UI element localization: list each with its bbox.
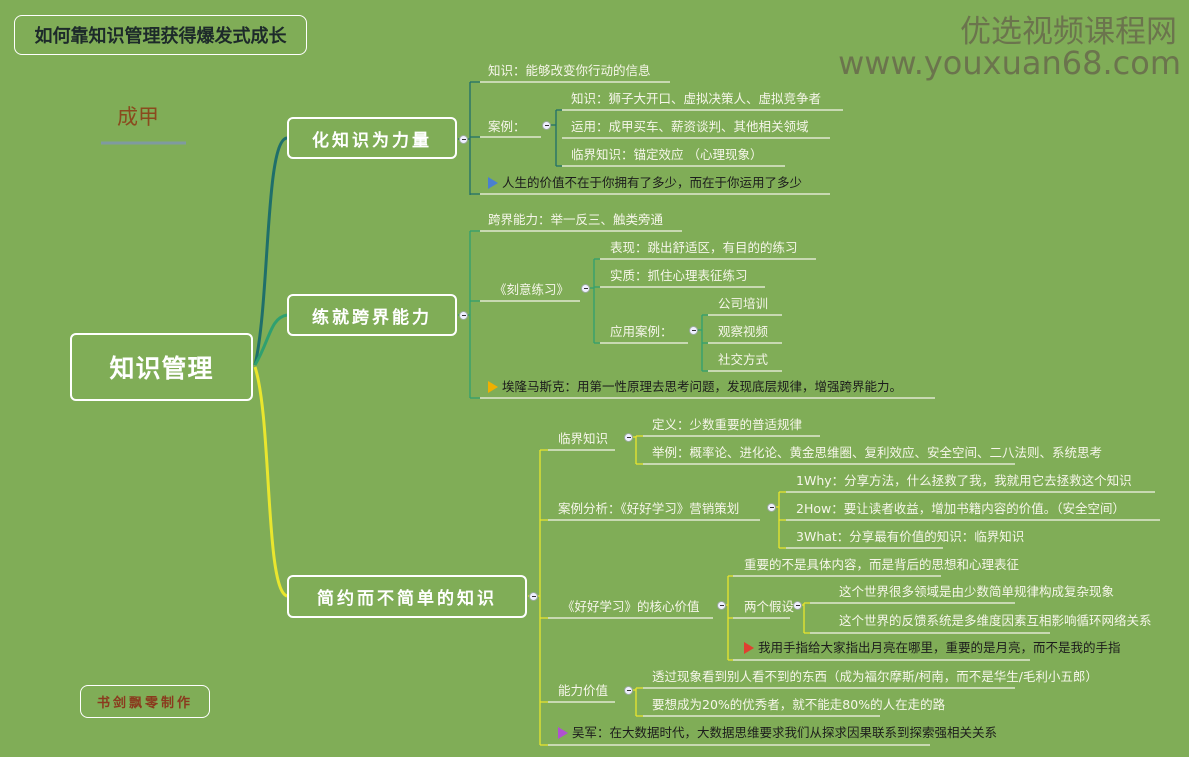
purple-flag-icon	[558, 727, 568, 739]
topic[interactable]: 案例分析：《好好学习》营销策划	[558, 501, 740, 516]
topic[interactable]: 临界知识	[558, 431, 609, 446]
collapse-icon[interactable]	[767, 503, 776, 512]
topic[interactable]: 应用案例：	[610, 324, 673, 339]
maker-label: 书剑飘零制作	[80, 685, 210, 718]
topic[interactable]: 举例：概率论、进化论、黄金思维圈、复利效应、安全空间、二八法则、系统思考	[652, 445, 1103, 460]
topic[interactable]: 案例：	[488, 119, 526, 134]
flagged-topic[interactable]: 吴军：在大数据时代，大数据思维要求我们从探求因果联系到探索强相关关系	[558, 725, 997, 741]
branch-node-2[interactable]: 练就跨界能力	[287, 294, 457, 336]
topic[interactable]: 两个假设	[744, 599, 795, 614]
flagged-topic[interactable]: 我用手指给大家指出月亮在哪里，重要的是月亮，而不是我的手指	[744, 640, 1121, 656]
topic[interactable]: 这个世界很多领域是由少数简单规律构成复杂现象	[839, 584, 1115, 599]
collapse-icon[interactable]	[717, 601, 726, 610]
topic[interactable]: 透过现象看到别人看不到的东西（成为福尔摩斯/柯南，而不是华生/毛利小五郎）	[652, 669, 1098, 684]
root-node[interactable]: 知识管理	[70, 333, 253, 401]
flagged-topic[interactable]: 埃隆马斯克：用第一性原理去思考问题，发现底层规律，增强跨界能力。	[488, 379, 902, 395]
topic-text: 我用手指给大家指出月亮在哪里，重要的是月亮，而不是我的手指	[758, 640, 1121, 655]
topic[interactable]: 社交方式	[718, 352, 769, 367]
topic[interactable]: 表现：跳出舒适区，有目的的练习	[610, 240, 798, 255]
collapse-icon[interactable]	[459, 311, 468, 320]
branch-node-3[interactable]: 简约而不简单的知识	[287, 575, 527, 618]
topic[interactable]: 这个世界的反馈系统是多维度因素互相影响循环网络关系	[839, 613, 1152, 628]
topic[interactable]: 重要的不是具体内容，而是背后的思想和心理表征	[744, 557, 1020, 572]
topic[interactable]: 公司培训	[718, 296, 769, 311]
collapse-icon[interactable]	[459, 135, 468, 144]
blue-flag-icon	[488, 177, 498, 189]
topic[interactable]: 观察视频	[718, 324, 769, 339]
collapse-icon[interactable]	[529, 592, 538, 601]
collapse-icon[interactable]	[624, 433, 633, 442]
branch-node-1[interactable]: 化知识为力量	[287, 117, 457, 159]
collapse-icon[interactable]	[581, 284, 590, 293]
collapse-icon[interactable]	[793, 601, 802, 610]
topic[interactable]: 跨界能力：举一反三、触类旁通	[488, 212, 664, 227]
topic[interactable]: 2How：要让读者收益，增加书籍内容的价值。（安全空间）	[796, 501, 1125, 516]
flagged-topic[interactable]: 人生的价值不在于你拥有了多少，而在于你运用了多少	[488, 175, 802, 191]
topic[interactable]: 1Why：分享方法，什么拯救了我，我就用它去拯救这个知识	[796, 473, 1132, 488]
topic[interactable]: 能力价值	[558, 683, 609, 698]
topic-text: 人生的价值不在于你拥有了多少，而在于你运用了多少	[502, 175, 803, 190]
topic[interactable]: 实质：抓住心理表征练习	[610, 268, 748, 283]
collapse-icon[interactable]	[624, 686, 633, 695]
topic-text: 埃隆马斯克：用第一性原理去思考问题，发现底层规律，增强跨界能力。	[502, 379, 903, 394]
red-flag-icon	[744, 642, 754, 654]
topic[interactable]: 知识：狮子大开口、虚拟决策人、虚拟竞争者	[571, 91, 822, 106]
topic[interactable]: 临界知识：锚定效应 （心理现象）	[571, 147, 763, 162]
collapse-icon[interactable]	[689, 326, 698, 335]
topic-text: 吴军：在大数据时代，大数据思维要求我们从探求因果联系到探索强相关关系	[572, 725, 998, 740]
watermark-url: www.youxuan68.com	[838, 44, 1181, 82]
collapse-icon[interactable]	[542, 121, 551, 130]
yellow-flag-icon	[488, 381, 498, 393]
watermark-text: 优选视频课程网	[960, 14, 1177, 50]
topic[interactable]: 运用：成甲买车、薪资谈判、其他相关领域	[571, 119, 809, 134]
topic[interactable]: 知识：能够改变你行动的信息	[488, 63, 651, 78]
topic[interactable]: 要想成为20%的优秀者，就不能走80%的人在走的路	[652, 697, 946, 712]
topic[interactable]: 定义：少数重要的普适规律	[652, 417, 803, 432]
map-title: 如何靠知识管理获得爆发式成长	[14, 15, 307, 55]
topic[interactable]: 《好好学习》的核心价值	[562, 599, 700, 614]
topic[interactable]: 3What：分享最有价值的知识：临界知识	[796, 529, 1025, 544]
author-label: 成甲	[117, 105, 159, 129]
topic[interactable]: 《刻意练习》	[494, 282, 570, 297]
